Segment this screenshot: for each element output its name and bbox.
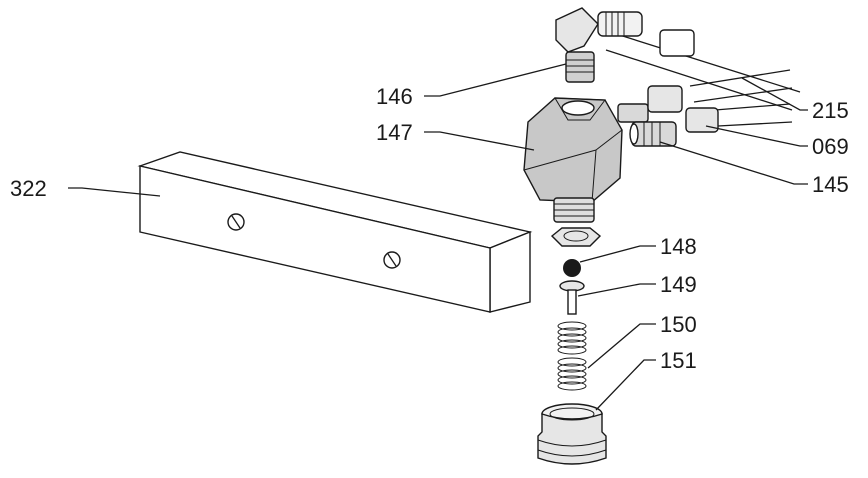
- elbow-fitting-146: [555, 7, 695, 83]
- label-145: 145: [812, 172, 849, 197]
- label-150: 150: [660, 312, 697, 337]
- part-labels: 146 147 215 069 145 322 148 149 150 151: [10, 84, 849, 373]
- leader-145: [659, 141, 808, 185]
- leader-322: [68, 187, 161, 197]
- leader-069: [705, 125, 808, 147]
- label-149: 149: [660, 272, 697, 297]
- leader-151: [595, 359, 656, 411]
- label-069: 069: [812, 134, 849, 159]
- label-322: 322: [10, 176, 47, 201]
- hose-assembly: [605, 31, 801, 127]
- leader-149: [577, 283, 656, 297]
- disc-springs-150: [557, 321, 587, 391]
- leader-150: [587, 323, 656, 369]
- nozzle-cap-151: [537, 403, 607, 465]
- leader-148: [579, 245, 656, 263]
- leader-147: [424, 131, 535, 151]
- nut-and-ball-148: [550, 227, 602, 277]
- hose-fittings-069: [647, 85, 719, 133]
- tee-block-147: [523, 97, 649, 223]
- label-215: 215: [812, 98, 849, 123]
- mounting-bar-322: [137, 151, 533, 313]
- pin-149: [559, 280, 585, 315]
- label-151: 151: [660, 348, 697, 373]
- leader-lines: [68, 63, 808, 411]
- push-connector-145: [629, 121, 677, 147]
- label-147: 147: [376, 120, 413, 145]
- leader-146: [424, 63, 567, 97]
- label-146: 146: [376, 84, 413, 109]
- label-148: 148: [660, 234, 697, 259]
- leader-215: [741, 77, 808, 111]
